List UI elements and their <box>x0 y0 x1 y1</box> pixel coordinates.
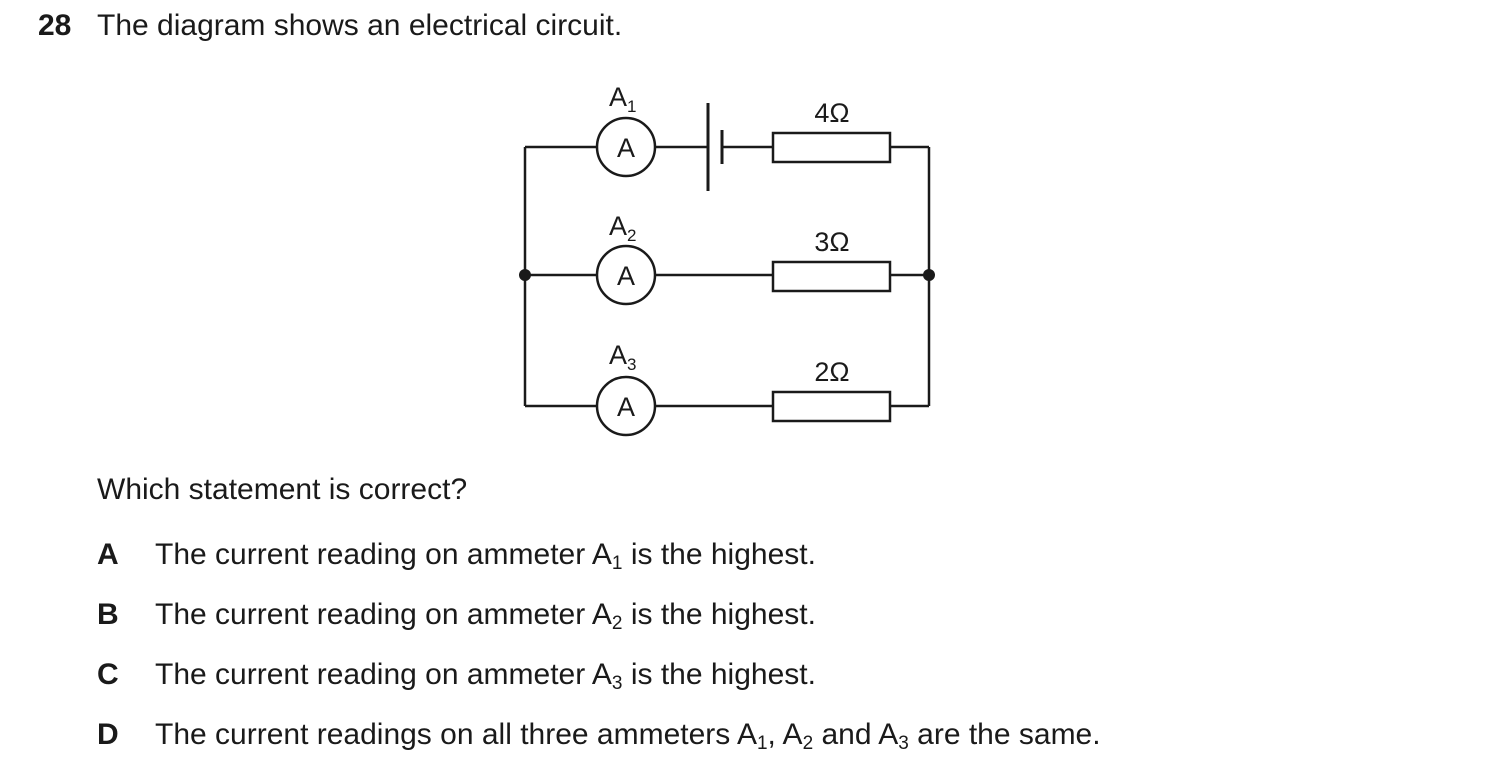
option-d-subscript-1: 1 <box>756 733 768 754</box>
ammeter-a3-symbol <box>595 375 657 437</box>
option-d-text-mid-1: , A <box>767 718 803 751</box>
option-b-text-pre: The current reading on ammeter A <box>155 598 612 631</box>
option-a-text-pre: The current reading on ammeter A <box>155 538 612 571</box>
ammeter-a2-label: A2 <box>609 211 636 245</box>
option-a[interactable]: A The current reading on ammeter A1 is th… <box>97 537 816 573</box>
junction-right <box>923 269 935 281</box>
option-b-text-post: is the highest. <box>622 598 816 631</box>
option-d-text-pre: The current readings on all three ammete… <box>155 718 757 751</box>
ammeter-a3-letter: A <box>617 392 635 422</box>
option-d[interactable]: D The current readings on all three ammet… <box>97 717 1101 753</box>
question-number: 28 <box>38 9 72 42</box>
ammeter-a1-symbol <box>595 116 657 178</box>
option-d-subscript-2: 2 <box>802 733 814 754</box>
option-c-text-pre: The current reading on ammeter A <box>155 658 612 691</box>
option-a-text-post: is the highest. <box>622 538 816 571</box>
option-c-letter: C <box>97 658 119 691</box>
resistor-2-ohm-label: 2Ω <box>814 357 849 387</box>
option-c-subscript: 3 <box>611 673 623 694</box>
option-b[interactable]: B The current reading on ammeter A2 is th… <box>97 597 816 633</box>
resistor-2-ohm <box>771 390 892 423</box>
option-a-subscript: 1 <box>611 553 623 574</box>
junction-left <box>519 269 531 281</box>
option-a-letter: A <box>97 538 119 571</box>
question-stem: The diagram shows an electrical circuit. <box>97 9 623 42</box>
ammeter-a1-label: A1 <box>609 82 636 116</box>
resistor-4-ohm <box>771 131 892 164</box>
option-b-letter: B <box>97 598 119 631</box>
option-d-text-post: are the same. <box>908 718 1101 751</box>
option-d-subscript-3: 3 <box>898 733 909 754</box>
option-b-subscript: 2 <box>611 613 623 634</box>
option-d-text-mid-2: and A <box>813 718 899 751</box>
option-d-letter: D <box>97 718 119 751</box>
ammeter-a1-letter: A <box>617 133 635 163</box>
ammeter-a2-letter: A <box>617 261 635 291</box>
resistor-3-ohm <box>771 260 892 293</box>
ammeter-a3-label: A3 <box>609 340 636 374</box>
option-c[interactable]: C The current reading on ammeter A3 is th… <box>97 657 816 693</box>
resistor-4-ohm-label: 4Ω <box>814 98 849 128</box>
question-prompt: Which statement is correct? <box>97 473 468 506</box>
resistor-3-ohm-label: 3Ω <box>814 227 849 257</box>
ammeter-a2-symbol <box>595 244 657 306</box>
option-c-text-post: is the highest. <box>622 658 816 691</box>
